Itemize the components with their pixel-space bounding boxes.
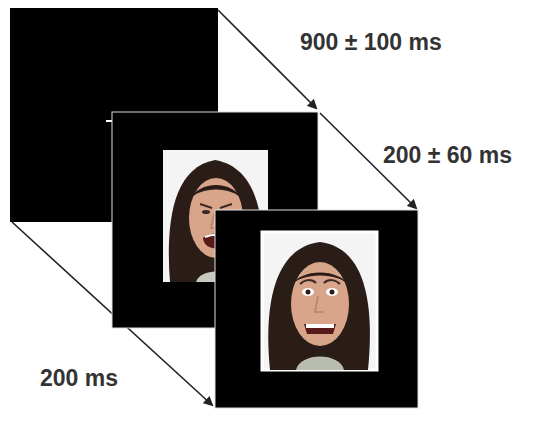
timing-label: 200 ms [40,366,118,391]
fearful-face-photo [262,232,377,370]
timing-label: 900 ± 100 ms [300,30,442,55]
timeline-arrow [218,10,316,108]
timing-label: 200 ± 60 ms [383,143,512,168]
target-screen [215,210,418,408]
